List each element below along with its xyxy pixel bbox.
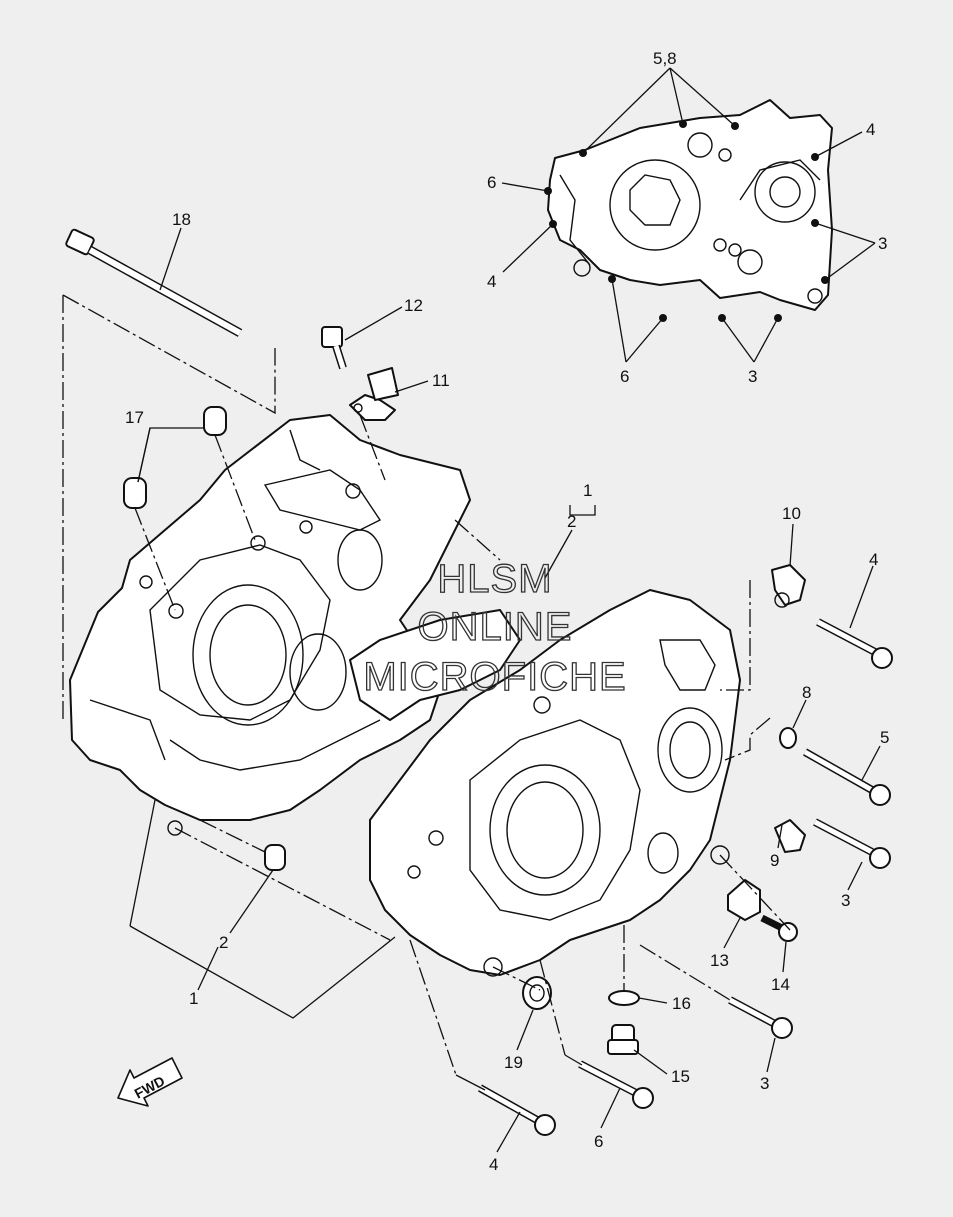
callout-label: 3: [878, 234, 887, 253]
callout-label: 4: [866, 120, 875, 139]
callout-label: 9: [770, 851, 779, 870]
callout-label: 13: [710, 951, 729, 970]
callout-label: 10: [782, 504, 801, 523]
callout-label: 17: [125, 408, 144, 427]
left-crankcase: [69, 414, 471, 836]
clamp-9: [774, 819, 806, 853]
callout-label: 15: [671, 1067, 690, 1086]
washer-16: [608, 990, 640, 1006]
bracket-11: [349, 367, 399, 421]
callout-label: 5,8: [653, 49, 677, 68]
dowel-2: [264, 844, 286, 871]
dowel-17b: [123, 477, 147, 509]
plug-15: [607, 1024, 639, 1055]
callout-label: 18: [172, 210, 191, 229]
watermark-line-3: MICROFICHE: [363, 655, 626, 699]
callout-label: 6: [620, 367, 629, 386]
bolt-3-right: [813, 818, 891, 869]
callout-label: 14: [771, 975, 790, 994]
bolt-5: [803, 748, 891, 806]
crankcase-gasket: [547, 99, 833, 311]
callout-labels: 5,8 4 6 3 4 6 3 18 12 11 17 1 2 10 4 8 5…: [125, 49, 889, 1174]
bolt-12: [321, 326, 347, 370]
dowel-17a: [203, 406, 227, 436]
callout-label: 5: [880, 728, 889, 747]
callout-label: 4: [489, 1155, 498, 1174]
watermark-line-2: ONLINE: [418, 605, 573, 649]
bolt-18: [65, 228, 243, 337]
bolt-4-bottom: [478, 1084, 556, 1136]
callout-label: 12: [404, 296, 423, 315]
callout-label: 3: [841, 891, 850, 910]
callout-label: 11: [432, 371, 450, 390]
callout-label: 2: [567, 512, 576, 531]
center-shaft-block: [349, 609, 521, 721]
clip-13: [727, 879, 761, 921]
bolt-14: [760, 914, 798, 942]
bolt-6-bottom: [578, 1060, 654, 1109]
bolt-3-bottom: [728, 996, 793, 1039]
callout-label: 4: [487, 272, 496, 291]
fwd-arrow-icon: FWD: [117, 1057, 183, 1107]
callout-label: 8: [802, 683, 811, 702]
callout-label: 1: [583, 481, 592, 500]
bolt-4-right: [816, 618, 893, 669]
callout-label: 19: [504, 1053, 523, 1072]
callout-label: 6: [487, 173, 496, 192]
right-crankcase: [369, 589, 741, 977]
callout-label: 16: [672, 994, 691, 1013]
callout-label: 4: [869, 550, 878, 569]
leader-lines: [62, 67, 881, 1153]
callout-label: 6: [594, 1132, 603, 1151]
callout-label: 3: [760, 1074, 769, 1093]
callout-label: 2: [219, 933, 228, 952]
watermark-line-1: HLSM: [437, 557, 552, 601]
clamp-10: [771, 564, 806, 608]
watermark: HLSM ONLINE MICROFICHE: [363, 556, 627, 699]
callout-label: 3: [748, 367, 757, 386]
washer-8: [779, 727, 797, 749]
callout-label: 1: [189, 989, 198, 1008]
nut-19: [522, 976, 552, 1010]
